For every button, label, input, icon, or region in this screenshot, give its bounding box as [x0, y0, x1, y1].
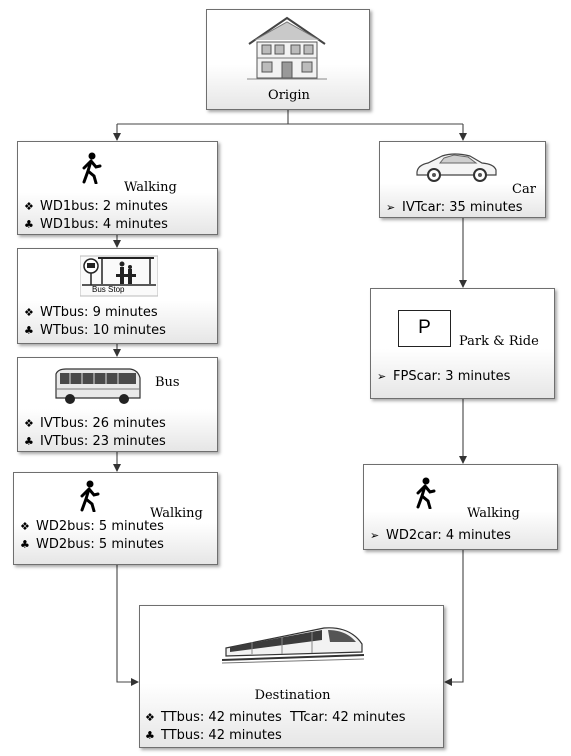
- car-label: Car: [512, 182, 536, 197]
- car-box: Car ➢IVTcar: 35 minutes: [379, 141, 546, 218]
- walk-car-box: Walking ➢WD2car: 4 minutes: [363, 464, 558, 550]
- house-icon: [247, 16, 327, 80]
- bus-stop-icon: [80, 255, 158, 297]
- car-icon: [416, 153, 497, 182]
- destination-row-1: ❖TTbus: 42 minutes TTcar: 42 minutes: [145, 710, 406, 725]
- walk1-label: Walking: [124, 180, 177, 195]
- destination-box: Destination ❖TTbus: 42 minutes TTcar: 42…: [139, 605, 444, 748]
- destination-label: Destination: [254, 688, 331, 703]
- destination-row-2: ♣TTbus: 42 minutes: [145, 728, 282, 743]
- walk2-label: Walking: [150, 506, 203, 521]
- walk1-row-2: ♣WD1bus: 4 minutes: [24, 217, 168, 232]
- walk-car-row-1: ➢WD2car: 4 minutes: [370, 528, 511, 543]
- walk-car-label: Walking: [467, 506, 520, 521]
- walk2-box: Walking ❖WD2bus: 5 minutes ♣WD2bus: 5 mi…: [13, 472, 218, 565]
- park-ride-label: Park & Ride: [459, 334, 539, 349]
- parking-sign: P: [398, 310, 451, 347]
- bus-stop-sign-text: Bus Stop: [92, 285, 125, 294]
- walk2-row-1: ❖WD2bus: 5 minutes: [20, 519, 164, 534]
- bus-row-1: ❖IVTbus: 26 minutes: [24, 416, 166, 431]
- walk1-box: Walking ❖WD1bus: 2 minutes ♣WD1bus: 4 mi…: [17, 141, 218, 235]
- bus-label: Bus: [155, 375, 180, 390]
- pedestrian-icon: [416, 477, 436, 509]
- bus-row-2: ♣IVTbus: 23 minutes: [24, 434, 166, 449]
- train-icon: [222, 627, 364, 664]
- parking-symbol: P: [418, 317, 431, 338]
- busstop-row-1: ❖WTbus: 9 minutes: [24, 305, 158, 320]
- bus-box: Bus ❖IVTbus: 26 minutes ♣IVTbus: 23 minu…: [17, 357, 218, 452]
- pedestrian-icon: [82, 152, 102, 184]
- car-row-1: ➢IVTcar: 35 minutes: [386, 200, 523, 215]
- walk1-row-1: ❖WD1bus: 2 minutes: [24, 199, 168, 214]
- bus-icon: [55, 368, 141, 404]
- origin-box: Origin: [206, 9, 370, 110]
- busstop-box: Bus Stop ❖WTbus: 9 minutes ♣WTbus: 10 mi…: [17, 248, 218, 344]
- edge-walk-dest: [444, 550, 464, 686]
- origin-label: Origin: [268, 88, 310, 103]
- park-ride-box: P Park & Ride ➢FPScar: 3 minutes: [370, 288, 555, 399]
- edge-walk2-dest: [116, 565, 139, 686]
- park-row-1: ➢FPScar: 3 minutes: [377, 369, 511, 384]
- walk2-row-2: ♣WD2bus: 5 minutes: [20, 537, 164, 552]
- busstop-row-2: ♣WTbus: 10 minutes: [24, 323, 166, 338]
- pedestrian-icon: [80, 480, 100, 512]
